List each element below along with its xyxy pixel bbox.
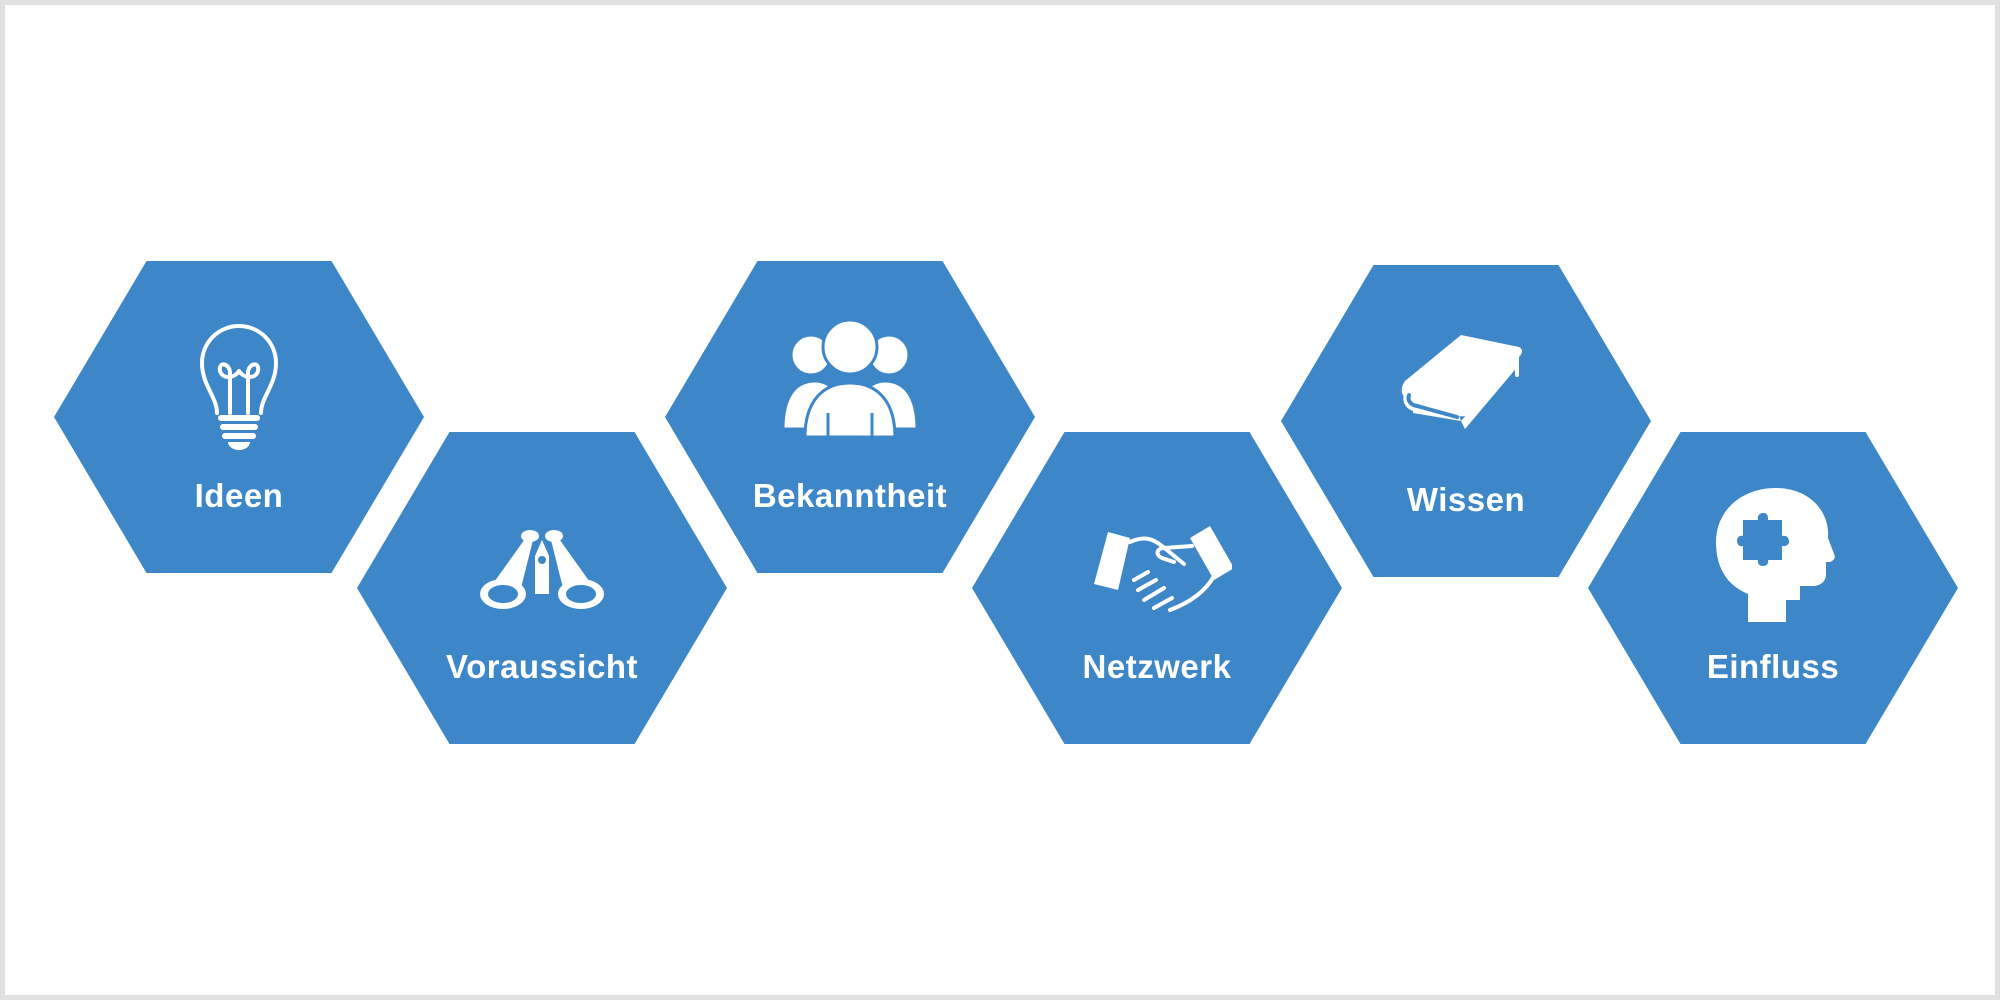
handshake-icon — [1082, 476, 1232, 626]
hexagon-ideen: Ideen — [54, 261, 424, 573]
book-icon — [1391, 309, 1541, 459]
hexagon-netzwerk: Netzwerk — [972, 432, 1342, 744]
hexagon-label: Bekanntheit — [752, 477, 948, 514]
hexagon-label: Wissen — [1406, 481, 1526, 518]
binoculars-icon — [467, 476, 617, 626]
hexagon-label: Netzwerk — [1082, 648, 1232, 685]
lightbulb-icon — [164, 305, 314, 455]
hexagon-wissen: Wissen — [1281, 265, 1651, 577]
hexagon-label: Einfluss — [1706, 648, 1840, 685]
hexagon-einfluss: Einfluss — [1588, 432, 1958, 744]
hexagon-label: Voraussicht — [446, 648, 638, 685]
hexagon-label: Ideen — [194, 477, 284, 514]
people-group-icon — [775, 305, 925, 455]
head-puzzle-icon — [1698, 476, 1848, 626]
hexagon-voraussicht: Voraussicht — [357, 432, 727, 744]
hexagon-bekanntheit: Bekanntheit — [665, 261, 1035, 573]
